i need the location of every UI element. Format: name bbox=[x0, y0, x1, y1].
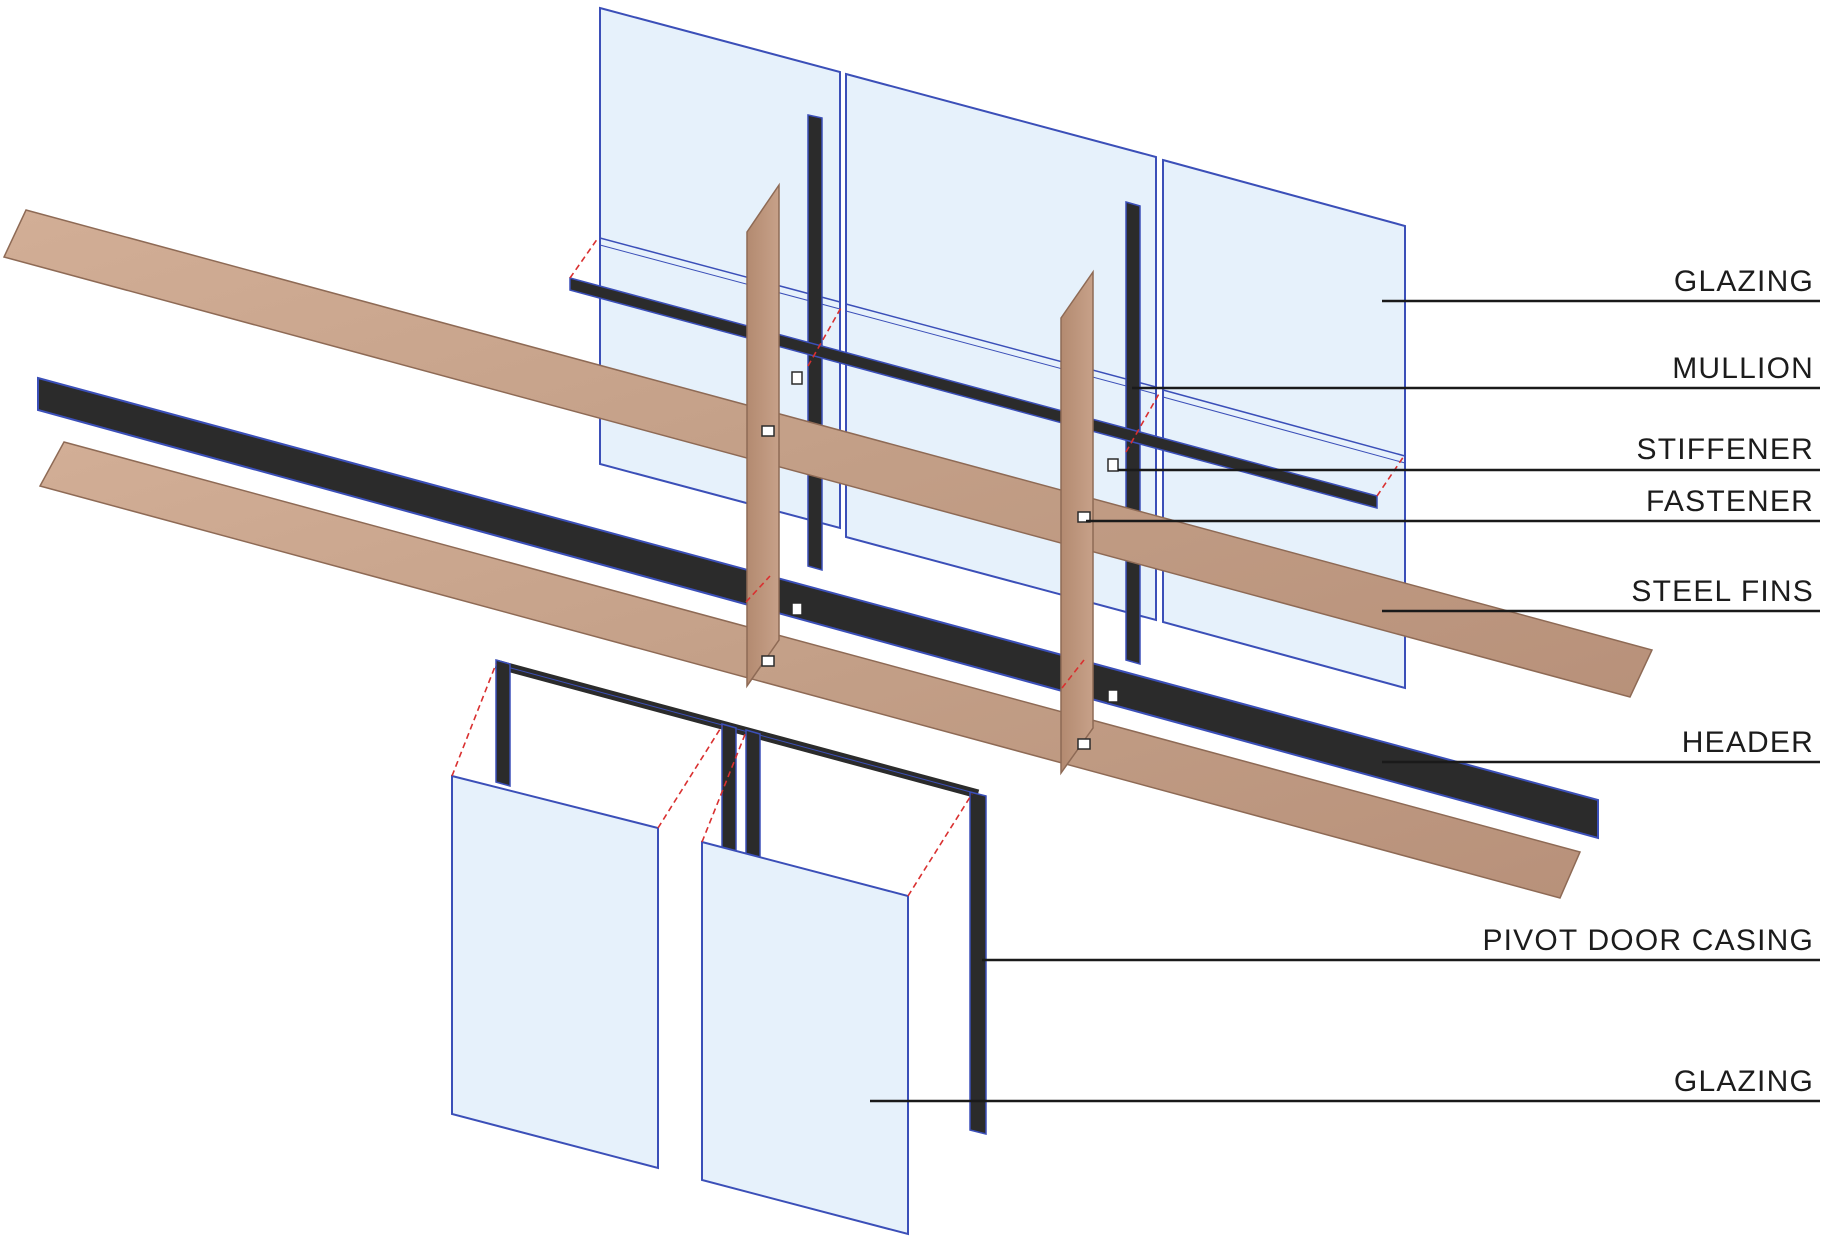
door-glazing-left bbox=[451, 774, 659, 1170]
casing-post-center-b bbox=[745, 729, 761, 859]
casing-post-right bbox=[969, 791, 987, 1135]
fastener-clip bbox=[1107, 458, 1119, 472]
label-mullion: MULLION bbox=[1672, 352, 1814, 385]
leader-lines bbox=[870, 299, 1820, 1103]
door-glazing-panels bbox=[451, 774, 909, 1236]
fastener-clip bbox=[1107, 689, 1119, 703]
fastener-clip bbox=[791, 602, 803, 616]
casing-post-left bbox=[495, 659, 511, 787]
label-header: HEADER bbox=[1682, 726, 1814, 759]
label-pivot-door-casing: PIVOT DOOR CASING bbox=[1482, 924, 1814, 957]
casing-post-center-a bbox=[721, 723, 737, 853]
label-steel-fins: STEEL FINS bbox=[1631, 575, 1814, 608]
fastener-clip bbox=[761, 425, 775, 437]
label-glazing-bottom: GLAZING bbox=[1674, 1065, 1814, 1098]
label-fastener: FASTENER bbox=[1646, 485, 1814, 518]
fastener-clip bbox=[791, 371, 803, 385]
label-stiffener: STIFFENER bbox=[1637, 433, 1814, 466]
alignment-dashes bbox=[451, 237, 1405, 897]
component-labels: GLAZING MULLION STIFFENER FASTENER STEEL… bbox=[1482, 265, 1814, 1098]
label-glazing-top: GLAZING bbox=[1674, 265, 1814, 298]
fastener-clip bbox=[1077, 511, 1091, 523]
steel-fin-right bbox=[1060, 269, 1094, 776]
fastener-clip bbox=[1077, 738, 1091, 750]
fastener-clip bbox=[761, 655, 775, 667]
fasteners bbox=[761, 371, 1119, 750]
door-glazing-right bbox=[701, 840, 909, 1236]
pivot-door-casing bbox=[494, 659, 987, 1135]
upper-steel-beam bbox=[2, 209, 1654, 698]
